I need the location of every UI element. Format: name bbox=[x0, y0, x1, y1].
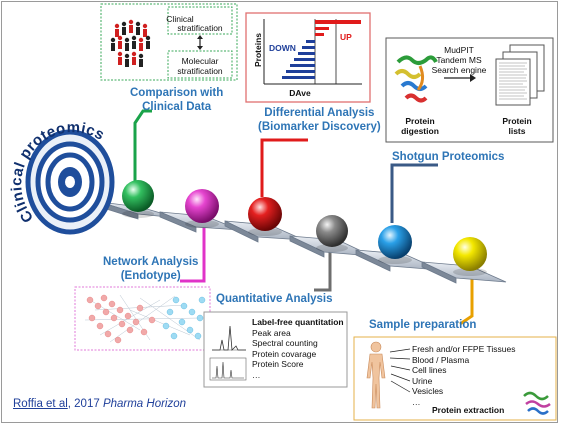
comparison-box bbox=[100, 3, 238, 81]
digestion-line1: Protein bbox=[405, 116, 434, 126]
sphere-pink bbox=[185, 189, 219, 228]
label-sample-line1: Sample preparation bbox=[369, 319, 477, 331]
diff-up-label: UP bbox=[340, 32, 352, 42]
connector-differential bbox=[260, 138, 308, 197]
label-differential-line1: Differential Analysis bbox=[264, 107, 375, 119]
sample-item: Fresh and/or FFPE Tissues bbox=[412, 344, 516, 354]
sample-item: Blood / Plasma bbox=[412, 354, 470, 365]
diff-ylabel: Proteins bbox=[253, 33, 263, 67]
diff-down-label: DOWN bbox=[269, 43, 296, 53]
sample-item: Vesicles bbox=[412, 386, 444, 396]
network-box bbox=[74, 286, 211, 351]
shotgun-box bbox=[385, 37, 554, 143]
sphere-yellow bbox=[453, 237, 487, 276]
label-differential-line2: (Biomarker Discovery) bbox=[258, 121, 381, 133]
arrow-right-icon bbox=[444, 74, 476, 82]
molecular-line1: Molecular bbox=[182, 56, 219, 66]
connector-network bbox=[180, 222, 206, 283]
double-arrow-icon bbox=[197, 35, 203, 50]
citation-year: , 2017 bbox=[67, 398, 103, 410]
protein-lists-icon bbox=[495, 44, 545, 106]
quant-item: Protein Score bbox=[252, 359, 304, 369]
differential-box bbox=[245, 12, 371, 103]
label-shotgun: Shotgun Proteomics bbox=[392, 150, 504, 164]
target-icon bbox=[25, 129, 115, 235]
molecular-line2: stratification bbox=[177, 66, 223, 76]
sphere-grey bbox=[316, 215, 348, 252]
quant-item: Protein covarage bbox=[252, 348, 317, 359]
lists-line2: lists bbox=[508, 126, 525, 136]
connector-shotgun bbox=[390, 163, 438, 223]
quant-item: Spectral counting bbox=[252, 338, 318, 348]
label-shotgun-line1: Shotgun Proteomics bbox=[392, 151, 505, 163]
label-comparison: Comparison with Clinical Data bbox=[130, 86, 223, 114]
clinical-line1: Clinical bbox=[166, 14, 194, 24]
label-quantitative-line1: Quantitative Analysis bbox=[216, 293, 333, 305]
sphere-red bbox=[248, 197, 282, 236]
connector-comparison bbox=[133, 109, 152, 181]
lists-line1: Protein bbox=[502, 116, 531, 126]
label-network: Network Analysis (Endotype) bbox=[103, 255, 198, 283]
quant-text: Label-free quantitation Peak area Spectr… bbox=[252, 317, 344, 380]
clinical-line2: stratification bbox=[177, 23, 223, 33]
label-differential: Differential Analysis (Biomarker Discove… bbox=[258, 106, 381, 134]
label-network-line1: Network Analysis bbox=[103, 256, 199, 268]
connector-quantitative bbox=[314, 249, 332, 292]
shotgun-method-3: Search engine bbox=[432, 65, 487, 75]
quant-item: Peak area bbox=[252, 327, 291, 338]
quant-item: … bbox=[252, 369, 261, 380]
sphere-blue bbox=[378, 225, 412, 264]
sample-item: Cell lines bbox=[412, 365, 447, 375]
label-quantitative: Quantitative Analysis bbox=[216, 292, 333, 306]
sphere-green bbox=[122, 180, 154, 218]
human-body-icon bbox=[366, 341, 386, 409]
label-network-line2: (Endotype) bbox=[120, 270, 181, 282]
protein-structure-icon bbox=[394, 55, 438, 103]
digestion-line2: digestion bbox=[401, 126, 439, 136]
label-comparison-line1: Comparison with bbox=[130, 87, 224, 99]
spectrum-icon bbox=[209, 325, 247, 381]
sample-item: … bbox=[412, 396, 421, 407]
connector-sample bbox=[459, 266, 474, 326]
sample-text: Fresh and/or FFPE Tissues Blood / Plasma… bbox=[412, 344, 515, 407]
citation: Roffia et al, 2017 Pharma Horizon bbox=[13, 398, 186, 410]
sample-footer: Protein extraction bbox=[432, 405, 505, 415]
down-bars bbox=[282, 40, 315, 79]
people-cluster-icon bbox=[110, 19, 151, 67]
sample-box bbox=[353, 336, 557, 421]
protein-3d-icon bbox=[523, 391, 551, 415]
citation-journal: Pharma Horizon bbox=[102, 398, 187, 410]
citation-authors-link[interactable]: Roffia et al bbox=[13, 398, 68, 410]
label-sample: Sample preparation bbox=[369, 318, 476, 332]
network-graph-icon bbox=[84, 294, 206, 344]
shotgun-method-2: Tandem MS bbox=[436, 55, 482, 65]
sample-item: Urine bbox=[412, 375, 433, 386]
diff-xlabel: DAve bbox=[289, 88, 311, 98]
quant-box bbox=[203, 311, 348, 388]
path-plates bbox=[99, 201, 507, 284]
label-comparison-line2: Clinical Data bbox=[142, 101, 212, 113]
up-bars bbox=[315, 20, 361, 36]
quant-header: Label-free quantitation bbox=[252, 317, 344, 327]
shotgun-method-1: MudPIT bbox=[444, 45, 474, 55]
